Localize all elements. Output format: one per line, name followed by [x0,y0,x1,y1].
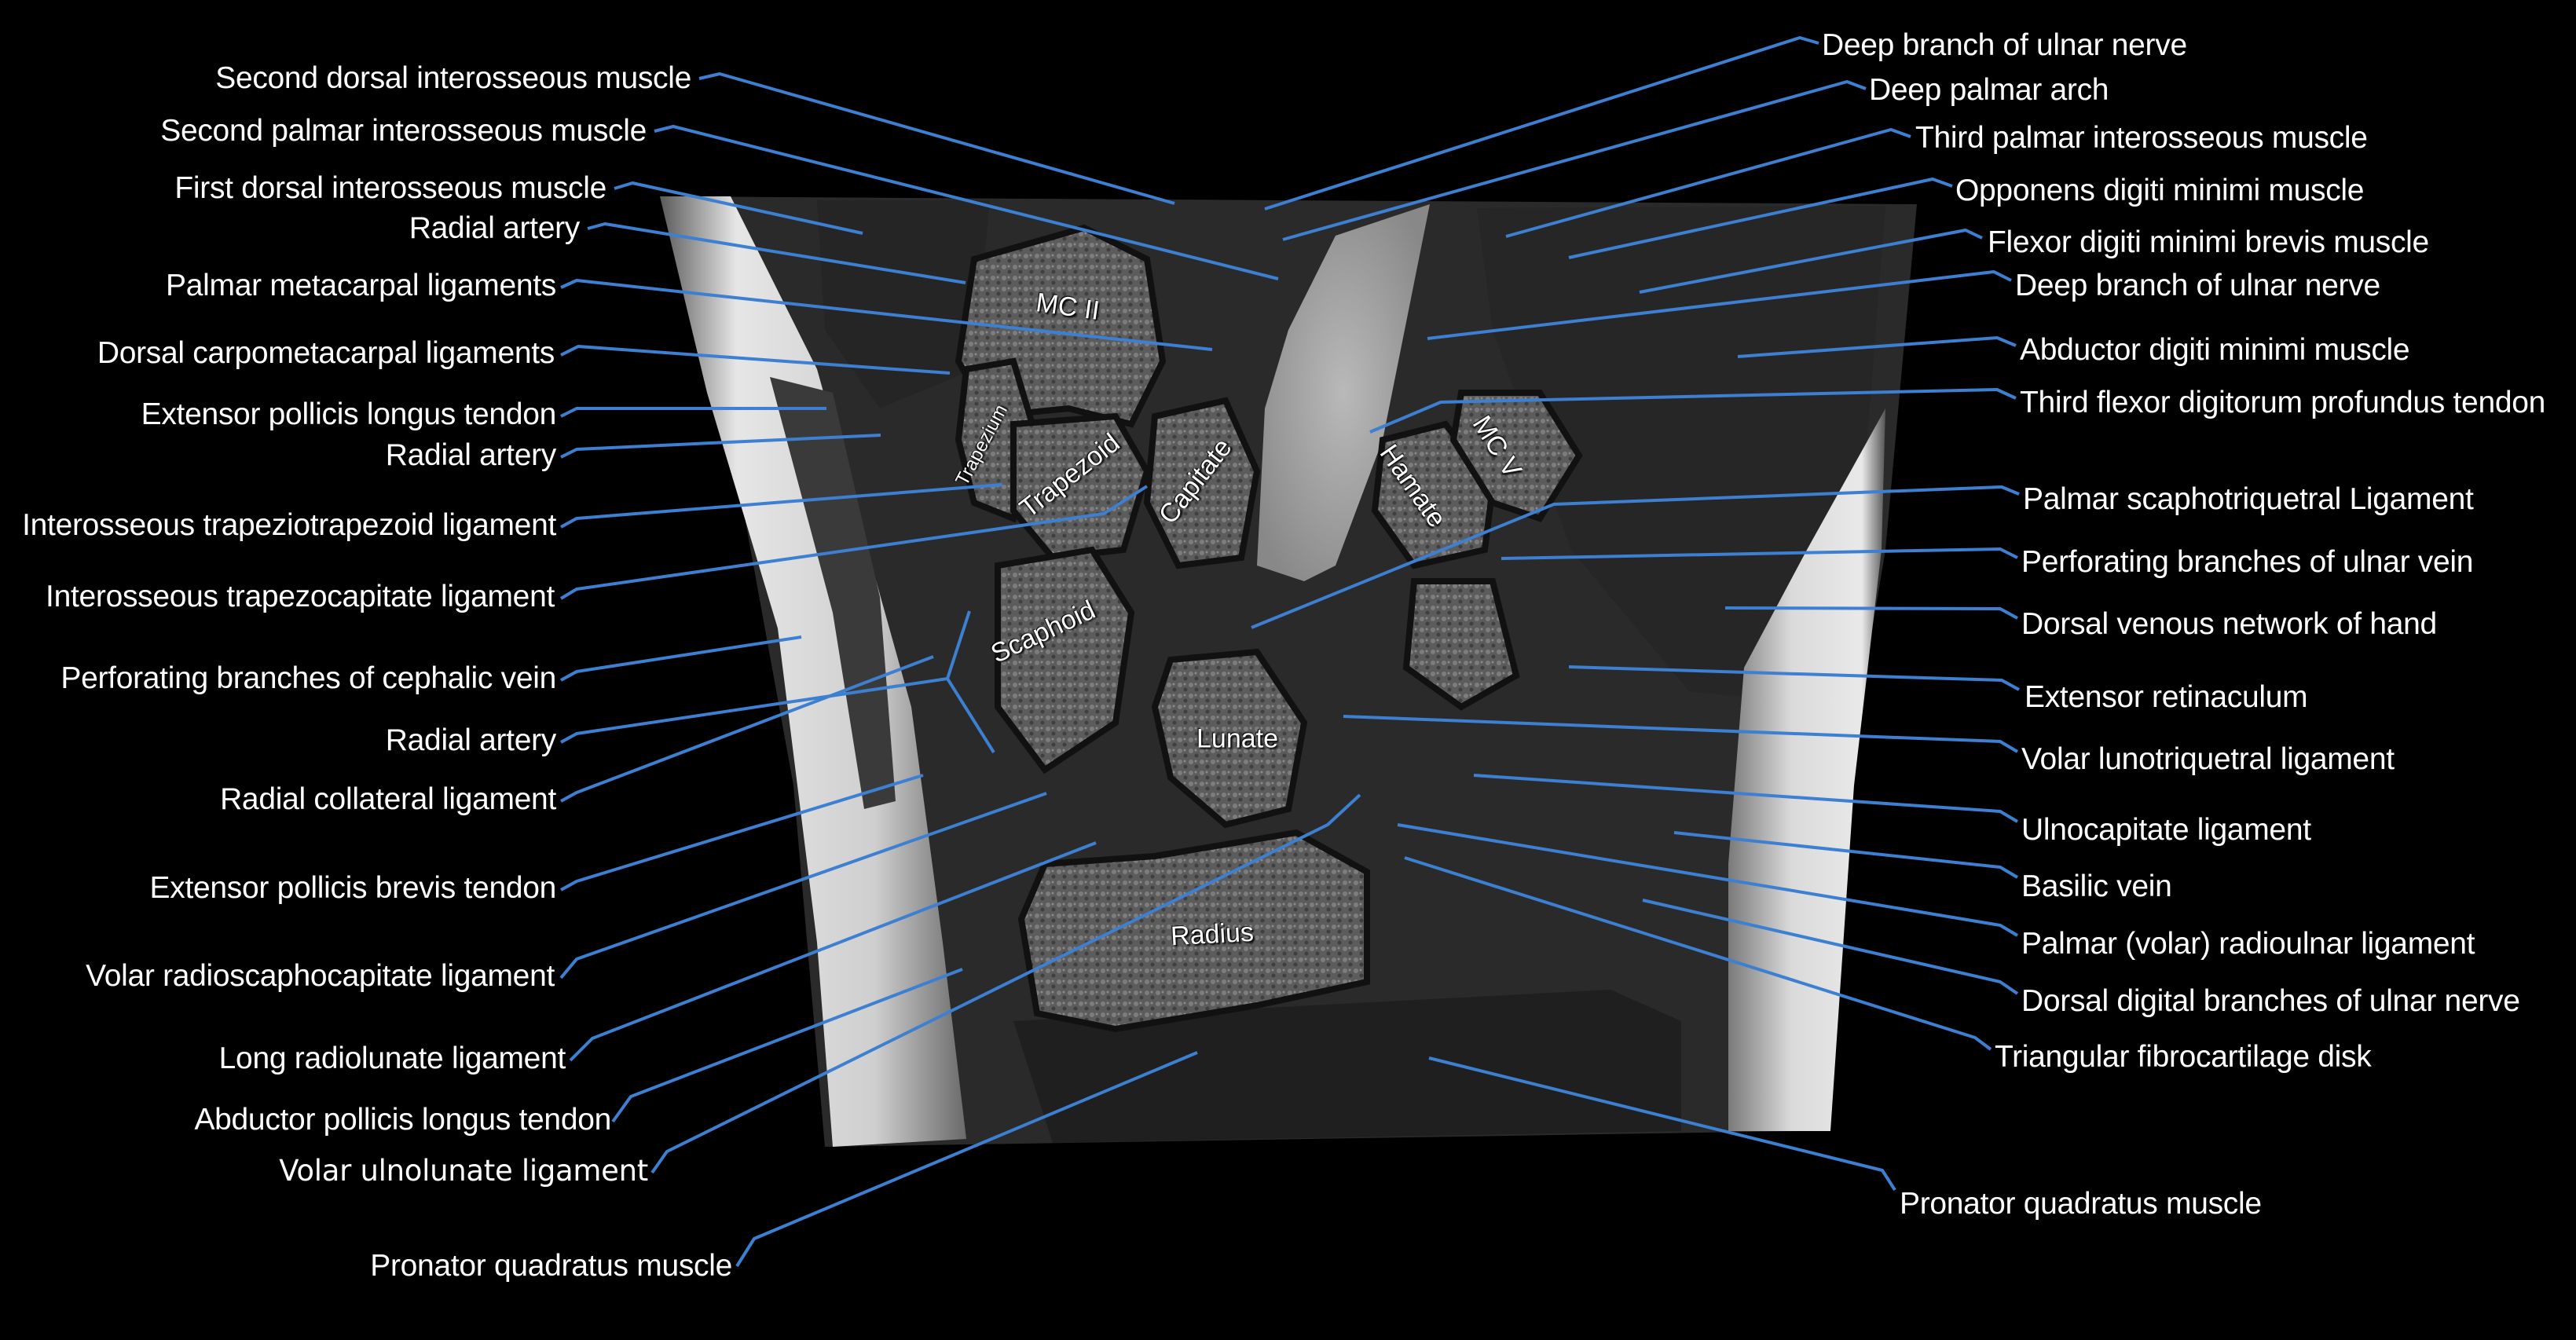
leader-line-long-radiolunate-ligament [569,841,1097,1062]
label-abductor-digiti-minimi-muscle: Abductor digiti minimi muscle [2020,333,2410,367]
leader-line-dorsal-digital-branches-of-ulnar-nerve [1642,899,2019,995]
label-dorsal-carpometacarpal-ligaments: Dorsal carpometacarpal ligaments [97,336,555,370]
leader-line-volar-ulnolunate-ligament [650,793,1361,1174]
label-palmar-scaphotriquetral-ligament: Palmar scaphotriquetral Ligament [2023,482,2474,516]
label-perforating-branches-of-ulnar-vein: Perforating branches of ulnar vein [2021,545,2474,579]
leader-line-extensor-pollicis-brevis-tendon [560,774,924,892]
leader-line-radial-artery-fork-lower [946,677,995,754]
leader-line-palmar-scaphotriquetral-ligament [1251,485,2020,629]
label-opponens-digiti-minimi-muscle: Opponens digiti minimi muscle [1955,174,2365,207]
label-third-flexor-digitorum-profundus-tendon: Third flexor digitorum profundus tendon [2020,386,2546,419]
label-perforating-branches-of-cephalic-vein: Perforating branches of cephalic vein [60,661,556,695]
label-first-dorsal-interosseous-muscle: First dorsal interosseous muscle [174,171,606,205]
bone-label-lunate: Lunate [1196,723,1278,754]
label-flexor-digiti-minimi-brevis-muscle: Flexor digiti minimi brevis muscle [1988,225,2429,259]
leader-line-radial-artery [587,222,966,284]
leader-line-triangular-fibrocartilage-disk [1404,856,1992,1051]
label-dorsal-digital-branches-of-ulnar-nerve: Dorsal digital branches of ulnar nerve [2021,984,2520,1018]
label-dorsal-venous-network-of-hand: Dorsal venous network of hand [2021,607,2437,641]
leader-line-radial-artery [560,677,948,744]
label-basilic-vein: Basilic vein [2021,870,2172,903]
label-volar-lunotriquetral-ligament: Volar lunotriquetral ligament [2021,742,2395,776]
leader-line-pronator-quadratus-muscle [1428,1056,1896,1192]
leader-line-deep-palmar-arch [1282,80,1867,241]
label-third-palmar-interosseous-muscle: Third palmar interosseous muscle [1915,121,2368,155]
label-pronator-quadratus-muscle: Pronator quadratus muscle [1900,1187,2262,1221]
leader-line-basilic-vein [1673,831,2019,879]
label-radial-artery: Radial artery [385,723,557,757]
leader-line-perforating-branches-of-ulnar-vein [1501,547,2018,560]
leader-line-opponens-digiti-minimi-muscle [1568,178,1953,259]
leader-line-radial-artery [560,434,881,459]
leader-line-extensor-pollicis-longus-tendon [560,407,826,418]
label-radial-artery: Radial artery [385,438,557,472]
leader-line-dorsal-carpometacarpal-ligaments [560,345,951,375]
leader-line-abductor-digiti-minimi-muscle [1737,336,2017,358]
leader-line-interosseous-trapezocapitate-ligament [559,485,1149,600]
label-abductor-pollicis-longus-tendon: Abductor pollicis longus tendon [194,1103,611,1137]
leader-line-first-dorsal-interosseous-muscle [614,181,863,235]
leader-line-extensor-retinaculum [1568,665,2020,691]
leader-line-palmar-volar-radioulnar-ligament [1397,823,2019,937]
leader-line-third-palmar-interosseous-muscle [1505,128,1911,238]
label-extensor-retinaculum: Extensor retinaculum [2025,680,2308,714]
leader-line-interosseous-trapeziotrapezoid-ligament [560,483,1003,529]
leader-line-deep-branch-of-ulnar-nerve [1427,270,2012,340]
label-long-radiolunate-ligament: Long radiolunate ligament [218,1042,566,1075]
leader-line-volar-lunotriquetral-ligament [1343,715,2019,753]
label-palmar-volar-radioulnar-ligament: Palmar (volar) radioulnar ligament [2021,927,2475,961]
leader-line-flexor-digiti-minimi-brevis-muscle [1639,229,1983,294]
leader-line-pronator-quadratus-muscle [735,1051,1198,1268]
leader-line-abductor-pollicis-longus-tendon [611,968,963,1123]
label-palmar-metacarpal-ligaments: Palmar metacarpal ligaments [166,269,556,302]
leader-line-palmar-metacarpal-ligaments [560,279,1213,351]
label-volar-radioscaphocapitate-ligament: Volar radioscaphocapitate ligament [86,959,555,993]
label-deep-palmar-arch: Deep palmar arch [1869,73,2109,107]
leader-line-dorsal-venous-network-of-hand [1724,606,2018,620]
label-ulnocapitate-ligament: Ulnocapitate ligament [2021,813,2311,847]
label-volar-ulnolunate-ligament: Volar ulnolunate ligament [279,1154,648,1188]
label-interosseous-trapeziotrapezoid-ligament: Interosseous trapeziotrapezoid ligament [22,508,556,542]
bone-label-radius: Radius [1170,917,1255,952]
leader-line-perforating-branches-of-cephalic-vein [560,635,802,682]
label-extensor-pollicis-brevis-tendon: Extensor pollicis brevis tendon [149,871,557,905]
leader-line-ulnocapitate-ligament [1473,774,2019,823]
leader-line-deep-branch-of-ulnar-nerve [1264,36,1819,211]
label-triangular-fibrocartilage-disk: Triangular fibrocartilage disk [1995,1040,2372,1074]
label-deep-branch-of-ulnar-nerve: Deep branch of ulnar nerve [1822,28,2187,62]
label-interosseous-trapezocapitate-ligament: Interosseous trapezocapitate ligament [46,580,555,613]
label-second-palmar-interosseous-muscle: Second palmar interosseous muscle [160,114,647,148]
leader-line-volar-radioscaphocapitate-ligament [559,792,1047,979]
label-deep-branch-of-ulnar-nerve: Deep branch of ulnar nerve [2015,269,2380,302]
leader-line-third-flexor-digitorum-profundus-tendon [1369,388,2017,434]
leader-line-radial-artery-fork-upper [946,610,971,679]
label-radial-artery: Radial artery [409,211,581,245]
label-radial-collateral-ligament: Radial collateral ligament [220,782,556,816]
label-pronator-quadratus-muscle: Pronator quadratus muscle [370,1249,732,1283]
leader-line-second-dorsal-interosseous-muscle [698,72,1175,205]
label-second-dorsal-interosseous-muscle: Second dorsal interosseous muscle [215,61,691,95]
leader-line-second-palmar-interosseous-muscle [654,125,1279,280]
leader-line-radial-collateral-ligament [560,655,934,803]
label-extensor-pollicis-longus-tendon: Extensor pollicis longus tendon [141,397,557,431]
